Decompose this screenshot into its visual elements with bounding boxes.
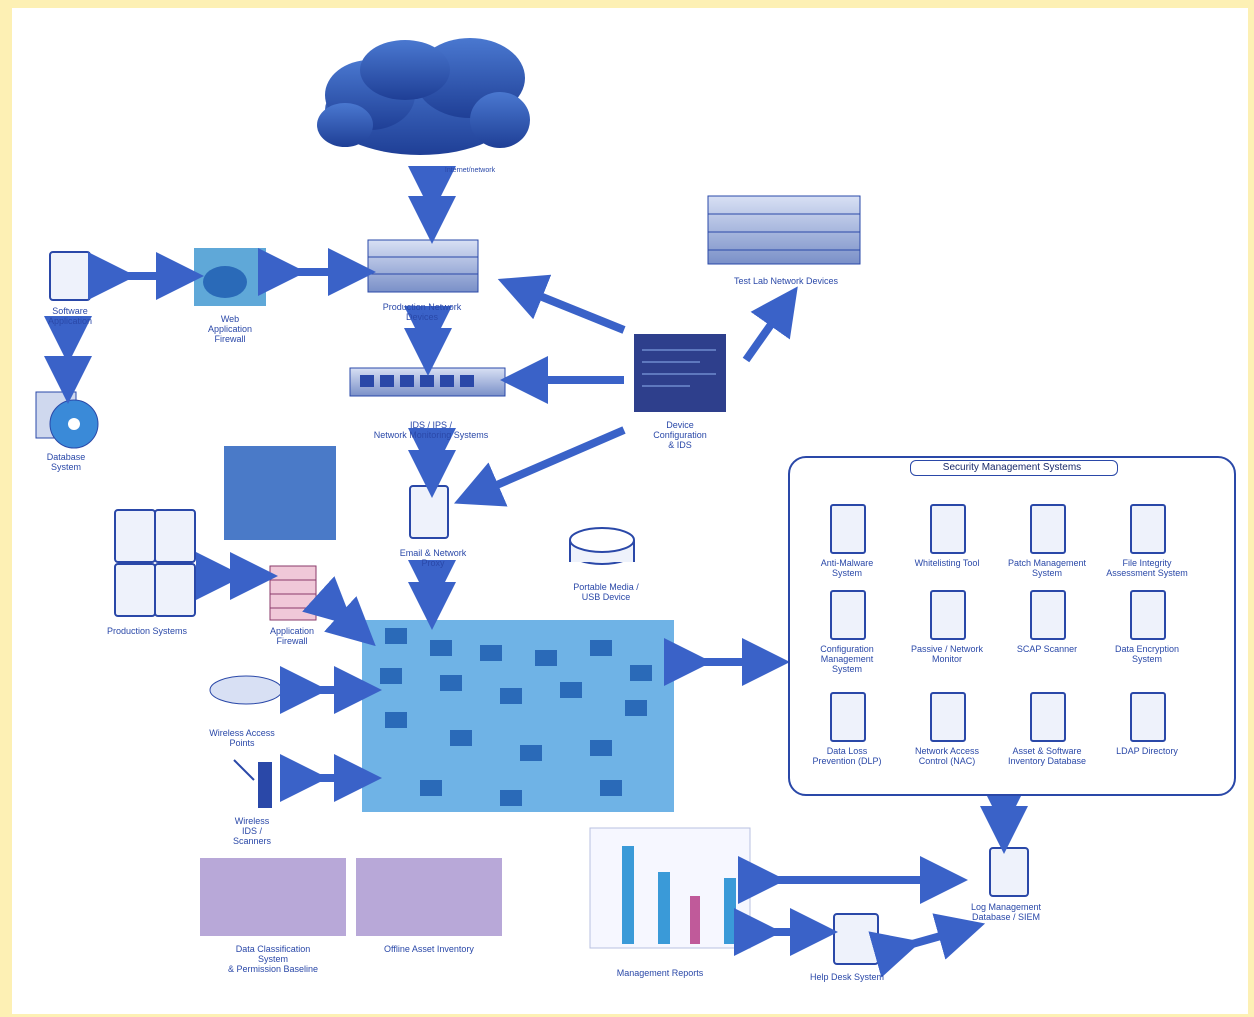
help-desk-label: Help Desk System [809,972,885,982]
production-systems-label: Production Systems [106,626,188,636]
config-arrows [453,274,798,507]
security-item: Passive / Network Monitor [902,590,992,680]
security-item-label: SCAP Scanner [1016,644,1078,654]
workstation-icons [380,628,652,806]
server-icon [1030,504,1066,554]
cloud-icon [317,38,530,155]
security-item: Whitelisting Tool [902,504,992,594]
server-icon [930,692,966,742]
database-label: Database System [46,452,86,472]
security-item-label: LDAP Directory [1116,746,1178,756]
server-icon [930,504,966,554]
server-icon [830,692,866,742]
security-item-label: Asset & Software Inventory Database [1007,746,1087,766]
circuit-board-icon [224,446,336,540]
software-app-label: Software Application [47,306,93,326]
data-classification-photo [200,858,346,936]
management-reports-label: Management Reports [616,968,704,978]
security-item: Asset & Software Inventory Database [1002,692,1092,782]
log-management-label: Log Management Database / SIEM [970,902,1042,922]
security-item-label: Data Loss Prevention (DLP) [812,746,882,766]
security-item: SCAP Scanner [1002,590,1092,680]
portable-media-icon [569,527,635,565]
security-title: Security Management Systems [942,462,1082,473]
security-item-label: Passive / Network Monitor [910,644,984,664]
security-item-label: Anti-Malware System [820,558,874,578]
security-item: Data Loss Prevention (DLP) [802,692,892,782]
test-lab-label: Test Lab Network Devices [733,276,839,286]
database-icon [35,391,99,449]
server-icon [1130,504,1166,554]
security-item: Patch Management System [1002,504,1092,594]
app-firewall-label: Application Firewall [269,626,315,646]
test-lab-devices-icon [707,195,861,265]
security-item-label: Network Access Control (NAC) [914,746,980,766]
device-config-label: Device Configuration & IDS [653,420,707,450]
security-item-label: Configuration Management System [820,644,874,674]
brick-wall-icon [269,565,317,621]
web-app-firewall-icon [194,248,266,306]
security-item: Network Access Control (NAC) [902,692,992,782]
connection-arrows [44,166,1028,978]
offline-inventory-label: Offline Asset Inventory [384,944,474,954]
server-icon [1130,590,1166,640]
security-item: Configuration Management System [802,590,892,680]
email-proxy-label: Email & Network Proxy [399,548,467,568]
management-reports-chart-icon [589,827,751,949]
security-management-box: Security Management Systems Anti-Malware… [788,456,1236,796]
security-item-label: File Integrity Assessment System [1106,558,1188,578]
data-classification-label: Data Classification System & Permission … [227,944,319,974]
wireless-ap-label: Wireless Access Points [209,728,275,748]
ids-rack-icon [349,367,506,397]
security-title-bar [910,460,1118,476]
security-item-label: Patch Management System [1007,558,1087,578]
server-icon [930,590,966,640]
web-app-firewall-label: Web Application Firewall [207,314,253,344]
security-item: LDAP Directory [1102,692,1192,782]
server-icon [830,590,866,640]
production-network-devices-icon [367,239,479,293]
security-item: File Integrity Assessment System [1102,504,1192,594]
ids-ips-label: IDS / IPS / Network Monitoring Systems [373,420,489,440]
security-item: Anti-Malware System [802,504,892,594]
device-config-screen-icon [634,334,726,412]
internet-label: Internet/network [444,167,496,174]
wireless-ids-icon [233,759,272,808]
security-item-label: Data Encryption System [1114,644,1180,664]
server-icon [1030,590,1066,640]
server-icon [1030,692,1066,742]
server-icons [49,251,1029,965]
wireless-ids-label: Wireless IDS / Scanners [232,816,272,846]
server-icon [1130,692,1166,742]
wireless-ap-icon [209,675,283,705]
offline-inventory-photo [356,858,502,936]
production-network-label: Production Network Devices [382,302,462,322]
security-item: Data Encryption System [1102,590,1192,680]
portable-media-label: Portable Media / USB Device [573,582,639,602]
server-icon [830,504,866,554]
security-item-label: Whitelisting Tool [914,558,980,568]
